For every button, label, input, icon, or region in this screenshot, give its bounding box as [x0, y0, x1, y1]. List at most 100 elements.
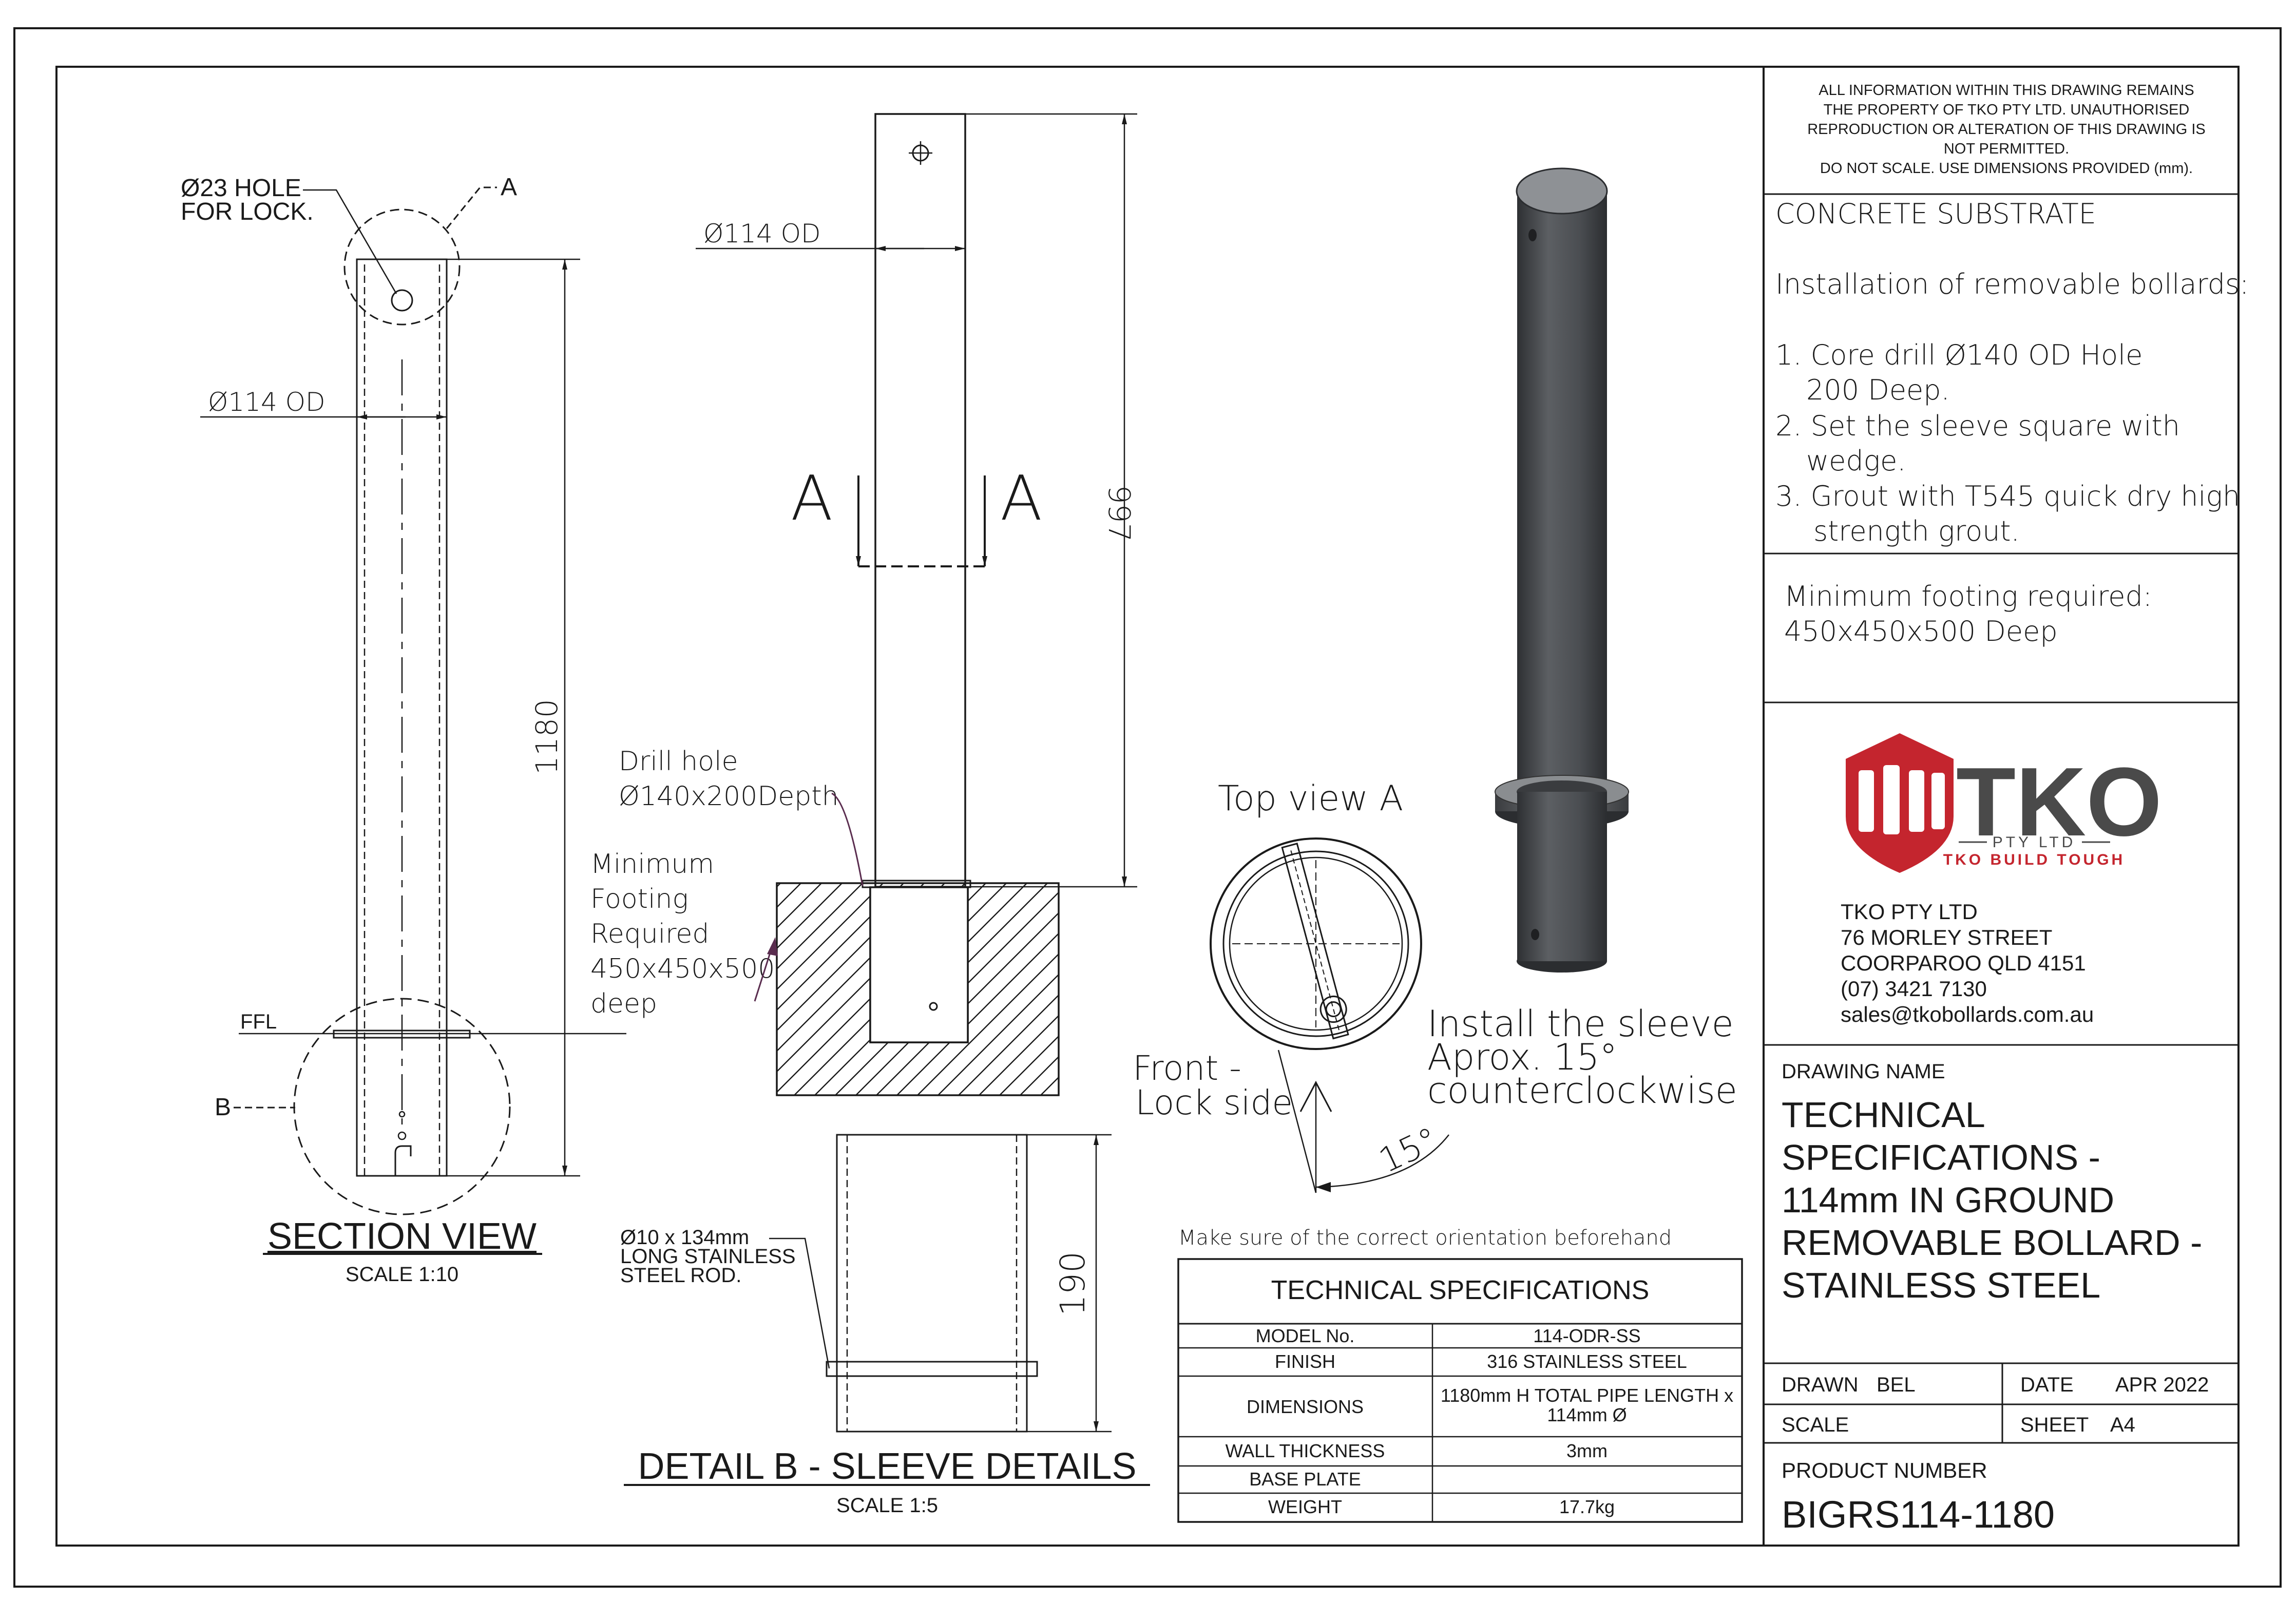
- callout-a-label: A: [501, 174, 517, 201]
- svg-text:Required: Required: [590, 919, 709, 949]
- svg-text:NOT PERMITTED.: NOT PERMITTED.: [1944, 141, 2069, 157]
- footing-required-note: Minimum Footing Required 450x450x500 dee…: [590, 849, 775, 1019]
- drill-hole-note: Drill hole: [619, 746, 738, 777]
- spec-table-title: TECHNICAL SPECIFICATIONS: [1271, 1275, 1650, 1305]
- svg-text:Lock side: Lock side: [1135, 1083, 1293, 1122]
- svg-text:APR 2022: APR 2022: [2115, 1374, 2209, 1396]
- inner-border: [55, 66, 2240, 1547]
- spec-row: WEIGHT 17.7kg: [1268, 1496, 1615, 1517]
- svg-text:SHEET: SHEET: [2020, 1414, 2089, 1436]
- spec-row: WALL THICKNESS 3mm: [1226, 1440, 1608, 1461]
- rod-note: Ø10 x 134mm LONG STAINLESS STEEL ROD.: [620, 1226, 796, 1287]
- footing-note: Minimum footing required: 450x450x500 De…: [1784, 580, 2152, 647]
- section-view-title: SECTION VIEW: [267, 1216, 537, 1257]
- svg-text:17.7kg: 17.7kg: [1559, 1496, 1615, 1517]
- svg-text:Aprox. 15°: Aprox. 15°: [1427, 1036, 1617, 1078]
- svg-text:sales@tkobollards.com.au: sales@tkobollards.com.au: [1841, 1002, 2094, 1026]
- svg-text:450x450x500: 450x450x500: [590, 954, 775, 984]
- svg-text:STEEL ROD.: STEEL ROD.: [620, 1264, 741, 1287]
- svg-text:3mm: 3mm: [1566, 1440, 1608, 1461]
- svg-text:ALL INFORMATION WITHIN THIS DR: ALL INFORMATION WITHIN THIS DRAWING REMA…: [1819, 82, 2194, 99]
- top-view-title: Top view A: [1218, 778, 1403, 819]
- svg-text:deep: deep: [590, 988, 657, 1019]
- section-a-right-label: A: [1000, 463, 1042, 535]
- section-view-scale: SCALE 1:10: [346, 1263, 458, 1286]
- svg-text:76 MORLEY STREET: 76 MORLEY STREET: [1841, 925, 2052, 949]
- svg-text:Front -: Front -: [1133, 1049, 1241, 1088]
- spec-row: BASE PLATE: [1249, 1469, 1361, 1490]
- svg-text:counterclockwise: counterclockwise: [1427, 1070, 1737, 1112]
- lock-hole-note-2: FOR LOCK.: [181, 198, 314, 225]
- date: DATE APR 2022: [2020, 1374, 2209, 1396]
- copyright-notice: ALL INFORMATION WITHIN THIS DRAWING REMA…: [1807, 82, 2206, 177]
- svg-text:DRAWN: DRAWN: [1782, 1374, 1859, 1396]
- svg-text:Install the sleeve: Install the sleeve: [1427, 1003, 1734, 1045]
- svg-text:DO NOT SCALE. USE DIMENSIONS P: DO NOT SCALE. USE DIMENSIONS PROVIDED (m…: [1820, 160, 2193, 177]
- svg-text:WEIGHT: WEIGHT: [1268, 1496, 1342, 1517]
- svg-text:PTY LTD: PTY LTD: [1993, 834, 2076, 851]
- svg-text:STAINLESS STEEL: STAINLESS STEEL: [1782, 1265, 2100, 1305]
- svg-text:TECHNICAL: TECHNICAL: [1782, 1095, 1985, 1135]
- svg-text:Minimum: Minimum: [590, 849, 714, 880]
- svg-text:Minimum footing required:: Minimum footing required:: [1784, 580, 2152, 613]
- section-a-left-label: A: [791, 463, 833, 535]
- front-od-label: Ø114 OD: [703, 219, 821, 249]
- front-height-label: 997: [1102, 485, 1137, 542]
- orientation-note: Make sure of the correct orientation bef…: [1178, 1226, 1672, 1250]
- svg-text:WALL THICKNESS: WALL THICKNESS: [1226, 1440, 1385, 1461]
- title-block: ALL INFORMATION WITHIN THIS DRAWING REMA…: [1763, 67, 2249, 1546]
- svg-text:DATE: DATE: [2020, 1374, 2074, 1396]
- svg-text:CONCRETE SUBSTRATE: CONCRETE SUBSTRATE: [1775, 198, 2096, 230]
- svg-text:MODEL No.: MODEL No.: [1256, 1325, 1355, 1346]
- installation-notes: CONCRETE SUBSTRATE Installation of remov…: [1775, 198, 2249, 547]
- front-lock-side-note: Front - Lock side: [1133, 1049, 1293, 1122]
- product-number: BIGRS114-1180: [1782, 1493, 2055, 1536]
- drawn-by: DRAWN BEL: [1782, 1374, 1916, 1396]
- section-view: A Ø23 HOLE FOR LOCK. Ø114 OD 1180 FFL B …: [181, 174, 626, 1286]
- callout-b-label: B: [215, 1094, 231, 1121]
- detail-b-title: DETAIL B - SLEEVE DETAILS: [638, 1446, 1137, 1487]
- svg-text:REPRODUCTION OR ALTERATION OF: REPRODUCTION OR ALTERATION OF THIS DRAWI…: [1807, 121, 2206, 138]
- spec-row: DIMENSIONS 1180mm H TOTAL PIPE LENGTH x …: [1247, 1385, 1733, 1425]
- svg-text:TKO BUILD TOUGH: TKO BUILD TOUGH: [1943, 851, 2125, 868]
- svg-text:1. Core drill Ø140 OD Hole: 1. Core drill Ø140 OD Hole: [1775, 339, 2142, 371]
- section-od-label: Ø114 OD: [208, 387, 326, 417]
- svg-text:1180mm H TOTAL PIPE LENGTH x: 1180mm H TOTAL PIPE LENGTH x: [1441, 1385, 1733, 1406]
- svg-text:TKO PTY LTD: TKO PTY LTD: [1841, 900, 1978, 924]
- svg-text:BEL: BEL: [1877, 1374, 1916, 1396]
- svg-text:450x450x500 Deep: 450x450x500 Deep: [1784, 615, 2058, 647]
- drill-leader: [831, 792, 864, 886]
- tko-logo: TKO PTY LTD TKO BUILD TOUGH: [1846, 733, 2162, 873]
- drawing-name-label: DRAWING NAME: [1782, 1060, 1945, 1083]
- svg-text:SPECIFICATIONS -: SPECIFICATIONS -: [1782, 1137, 2100, 1177]
- svg-text:200 Deep.: 200 Deep.: [1806, 374, 1950, 406]
- svg-text:3. Grout with T545 quick dry h: 3. Grout with T545 quick dry high: [1775, 480, 2240, 512]
- svg-text:TKO: TKO: [1956, 748, 2162, 856]
- svg-text:COORPAROO QLD 4151: COORPAROO QLD 4151: [1841, 951, 2086, 975]
- sleeve-height-label: 190: [1053, 1251, 1093, 1316]
- angle-label: 15°: [1373, 1119, 1444, 1180]
- detail-b-scale: SCALE 1:5: [836, 1494, 938, 1517]
- spec-row: FINISH 316 STAINLESS STEEL: [1275, 1351, 1687, 1372]
- svg-text:BASE PLATE: BASE PLATE: [1249, 1469, 1361, 1490]
- svg-text:THE PROPERTY OF TKO PTY LTD. U: THE PROPERTY OF TKO PTY LTD. UNAUTHORISE…: [1824, 102, 2190, 118]
- svg-text:114mm IN GROUND: 114mm IN GROUND: [1782, 1180, 2114, 1220]
- svg-text:316 STAINLESS STEEL: 316 STAINLESS STEEL: [1487, 1351, 1687, 1372]
- svg-text:Installation of removable boll: Installation of removable bollards:: [1775, 268, 2249, 300]
- bollard-3d-render: [1495, 167, 1629, 973]
- lock-hole-note: Ø23 HOLE: [181, 175, 301, 202]
- spec-table: TECHNICAL SPECIFICATIONS MODEL No. 114-O…: [1177, 1258, 1743, 1523]
- svg-text:Footing: Footing: [590, 884, 688, 914]
- svg-text:Ø10 x 134mm: Ø10 x 134mm: [620, 1226, 749, 1249]
- svg-text:strength grout.: strength grout.: [1813, 515, 2020, 547]
- scale-label: SCALE: [1782, 1414, 1849, 1436]
- svg-text:LONG STAINLESS: LONG STAINLESS: [620, 1245, 796, 1268]
- svg-text:114-ODR-SS: 114-ODR-SS: [1533, 1325, 1640, 1346]
- top-view: Top view A 15° Install the sleeve Aprox.…: [1133, 778, 1737, 1250]
- spec-row: MODEL No. 114-ODR-SS: [1256, 1325, 1641, 1346]
- company-address: TKO PTY LTD 76 MORLEY STREET COORPAROO Q…: [1841, 900, 2094, 1026]
- drill-hole-note-2: Ø140x200Depth: [619, 781, 839, 812]
- svg-text:2. Set the sleeve square with: 2. Set the sleeve square with: [1775, 410, 2180, 442]
- product-number-label: PRODUCT NUMBER: [1782, 1458, 1987, 1482]
